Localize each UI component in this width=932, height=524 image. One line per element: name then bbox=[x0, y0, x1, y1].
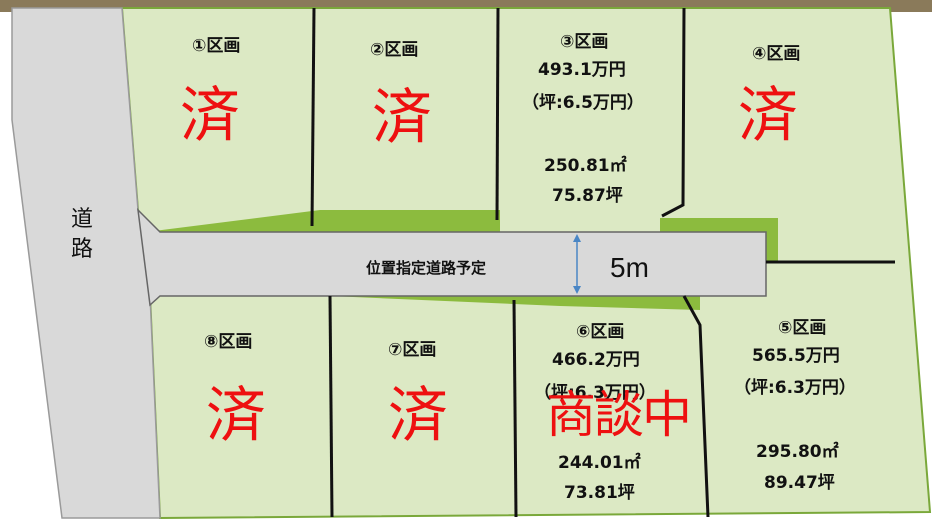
lot-3-area-m2: 250.81㎡ bbox=[544, 156, 627, 176]
private-road bbox=[136, 207, 767, 307]
lot-8-sold-mark: 済 bbox=[206, 381, 266, 451]
road-edge-wedge-right bbox=[660, 218, 778, 262]
road-width-arrow-head-top bbox=[573, 234, 581, 242]
lot-5-area-m2: 295.80㎡ bbox=[756, 442, 839, 462]
lot-6-tsubo-price: （坪:6.3万円） bbox=[534, 383, 656, 403]
lot-3-price: 493.1万円 bbox=[538, 60, 626, 80]
lot-1-title: ①区画 bbox=[192, 36, 241, 56]
lot-2-sold-mark: 済 bbox=[372, 83, 432, 153]
divider-6-5 bbox=[682, 295, 710, 518]
lot-7-sold-mark: 済 bbox=[388, 381, 448, 451]
road-width-arrow-head-bottom bbox=[573, 286, 581, 294]
lot-6-area-tsubo: 73.81坪 bbox=[564, 483, 635, 503]
lot-5-price: 565.5万円 bbox=[752, 346, 840, 366]
road-width-label: 5m bbox=[610, 252, 649, 283]
lot-6-title: ⑥区画 bbox=[576, 322, 625, 342]
lot-7-title: ⑦区画 bbox=[388, 340, 437, 360]
lot-5-tsubo-price: （坪:6.3万円） bbox=[734, 378, 856, 398]
lot-8-title: ⑧区画 bbox=[204, 332, 253, 352]
road-edge-wedge-top bbox=[146, 210, 500, 232]
lot-6-price: 466.2万円 bbox=[552, 350, 640, 370]
lot-3-tsubo-price: （坪:6.5万円） bbox=[522, 93, 644, 113]
lot-5-area-tsubo: 89.47坪 bbox=[764, 473, 835, 493]
lot-4-sold-mark: 済 bbox=[738, 81, 798, 151]
lot-5-title: ⑤区画 bbox=[778, 318, 827, 338]
lot-3-title: ③区画 bbox=[560, 32, 609, 52]
divider-8-7 bbox=[328, 295, 334, 518]
lot-6-negotiating-mark: 商談中 bbox=[546, 386, 692, 444]
lot-6-area-m2: 244.01㎡ bbox=[558, 453, 641, 473]
lot-3-area-tsubo: 75.87坪 bbox=[552, 186, 623, 206]
lot-2-title: ②区画 bbox=[370, 40, 419, 60]
private-road-label: 位置指定道路予定 bbox=[366, 259, 487, 277]
lot-1-sold-mark: 済 bbox=[180, 81, 240, 151]
main-road-label: 道路 bbox=[70, 207, 93, 262]
divider-2-3 bbox=[495, 7, 500, 221]
divider-1-2 bbox=[310, 7, 316, 227]
divider-7-6 bbox=[512, 299, 518, 518]
divider-3-4 bbox=[661, 7, 686, 218]
lot-4-title: ④区画 bbox=[752, 44, 801, 64]
